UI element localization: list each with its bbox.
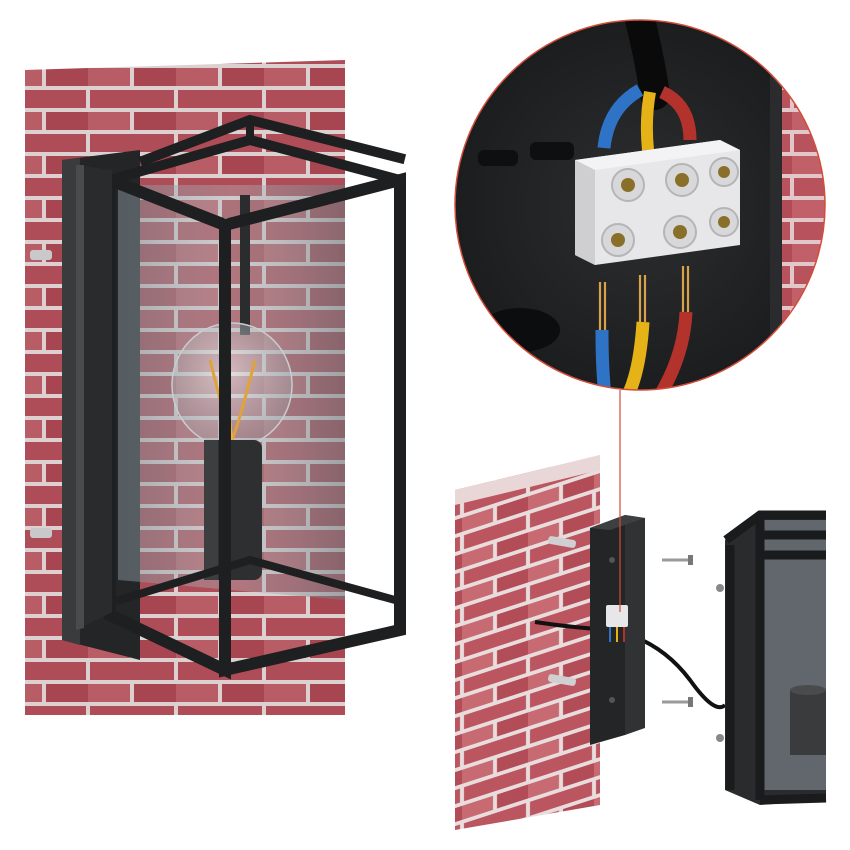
filament-bulb-icon xyxy=(171,195,293,580)
screw-icon xyxy=(662,555,693,707)
terminal-block-icon xyxy=(575,140,740,265)
wiring-zoom-view xyxy=(454,19,826,391)
left-wall-view xyxy=(25,60,407,715)
wall-plug-icon xyxy=(547,536,577,686)
exploded-install-view xyxy=(455,390,827,830)
wall-plug-icon xyxy=(30,250,52,538)
wire-red xyxy=(658,86,697,141)
wire-blue xyxy=(597,84,644,149)
lantern-partial xyxy=(716,510,827,805)
mains-cable xyxy=(534,620,727,710)
wire-yellow xyxy=(640,90,656,151)
brick-wall-right xyxy=(455,455,600,830)
mounting-back-box xyxy=(590,515,645,745)
